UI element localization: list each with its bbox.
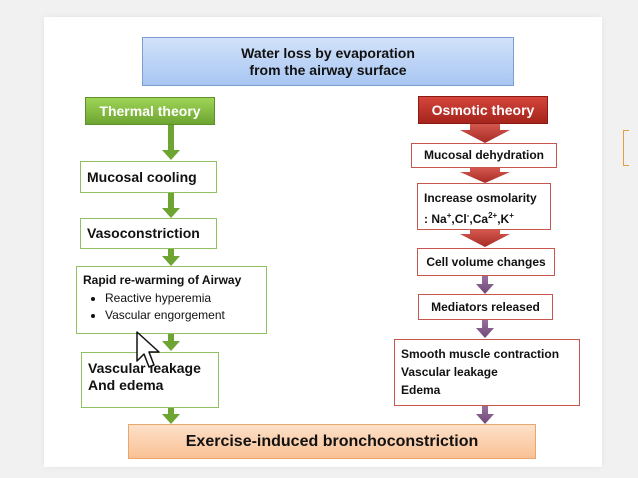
title-line-2: from the airway surface (249, 61, 407, 78)
arrow-osmotic-2 (460, 168, 510, 183)
mucosal-dehydration-box: Mucosal dehydration (411, 143, 557, 168)
arrow-osmotic-1 (460, 124, 510, 143)
osmotic-theory-label: Osmotic theory (418, 96, 548, 124)
vasoconstriction-box: Vasoconstriction (80, 218, 217, 249)
cell-volume-changes-box: Cell volume changes (417, 248, 555, 276)
arrow-thermal-1 (162, 125, 180, 160)
vascular-leakage-osmotic-line: Vascular leakage (401, 365, 498, 379)
increase-osmolarity-line: Increase osmolarity (424, 191, 537, 205)
osmotic-arrows-red (460, 124, 510, 247)
bullet-vascular-engorgement: Vascular engorgement (105, 307, 266, 324)
rewarming-bullet-list: Reactive hyperemia Vascular engorgement (83, 290, 266, 324)
osmotic-arrows-purple (476, 276, 494, 424)
and-edema-line: And edema (88, 376, 164, 393)
arrow-osmotic-5 (476, 320, 494, 338)
arrow-thermal-4 (162, 334, 180, 351)
mediators-released-box: Mediators released (418, 294, 553, 320)
arrow-osmotic-4 (476, 276, 494, 294)
smooth-muscle-contraction-box: Smooth muscle contraction Vascular leaka… (394, 339, 580, 406)
arrow-thermal-5 (162, 408, 180, 424)
thermal-theory-label: Thermal theory (85, 97, 215, 125)
rapid-rewarming-title: Rapid re-warming of Airway (83, 273, 242, 287)
title-box: Water loss by evaporation from the airwa… (142, 37, 514, 86)
edema-line: Edema (401, 383, 441, 397)
exercise-induced-bronchoconstriction-box: Exercise-induced bronchoconstriction (128, 424, 536, 459)
title-line-1: Water loss by evaporation (241, 44, 415, 61)
rapid-rewarming-box: Rapid re-warming of Airway Reactive hype… (76, 266, 267, 334)
mucosal-cooling-box: Mucosal cooling (80, 161, 217, 193)
arrow-thermal-3 (162, 249, 180, 266)
vascular-leakage-line: Vascular leakage (88, 360, 201, 376)
increase-osmolarity-box: Increase osmolarity : Na+,Cl-,Ca2+,K+ (417, 183, 551, 230)
thermal-arrows (162, 125, 180, 424)
mouse-pointer-icon (136, 331, 160, 368)
smooth-muscle-line: Smooth muscle contraction (401, 347, 560, 361)
ion-list-line: : Na+,Cl-,Ca2+,K+ (424, 211, 514, 226)
arrow-thermal-2 (162, 193, 180, 218)
vascular-leakage-edema-box: Vascular leakage And edema (81, 352, 219, 408)
bullet-reactive-hyperemia: Reactive hyperemia (105, 290, 266, 307)
arrow-osmotic-3 (460, 230, 510, 247)
arrow-osmotic-6 (476, 406, 494, 424)
edge-bracket (623, 130, 629, 166)
